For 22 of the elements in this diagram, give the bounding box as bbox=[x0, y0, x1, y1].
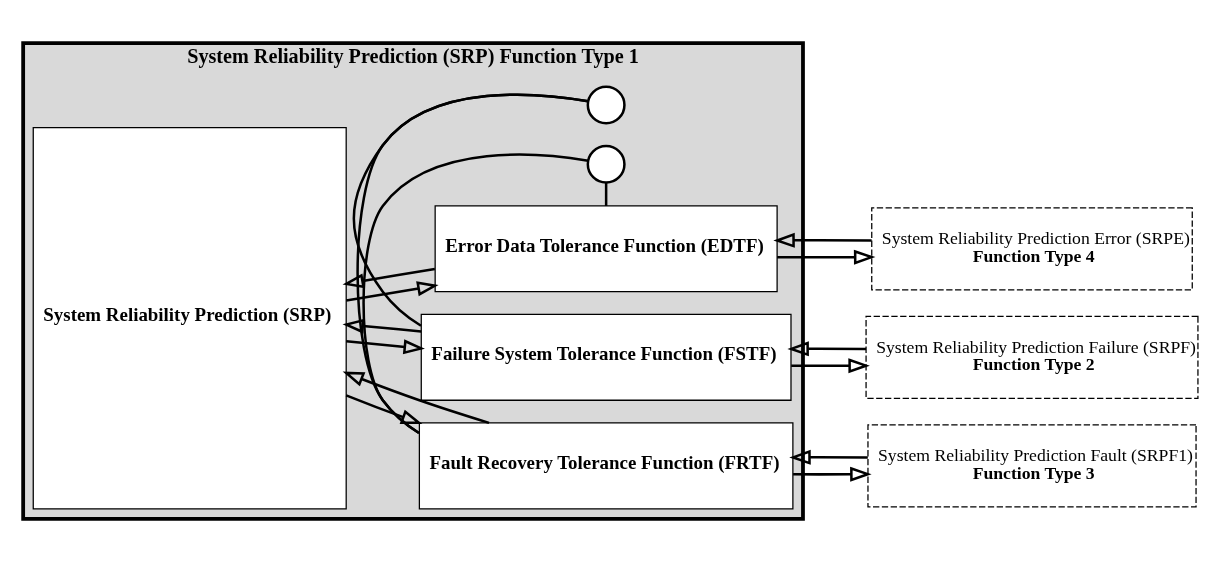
arrow bbox=[346, 281, 439, 302]
arrow bbox=[345, 394, 423, 425]
arrow bbox=[791, 358, 870, 374]
arrow bbox=[346, 339, 425, 355]
node-circle bbox=[586, 85, 626, 125]
arrow bbox=[773, 232, 872, 248]
arrow bbox=[789, 449, 868, 465]
connector bbox=[356, 93, 589, 435]
node-box: Fault Recovery Tolerance Function (FRTF) bbox=[418, 422, 794, 510]
arrow bbox=[793, 466, 872, 482]
node-box: System Reliability Prediction (SRP) bbox=[32, 127, 347, 510]
node-box: System Reliability Prediction Failure (SRPF) Function Type 2 bbox=[865, 315, 1199, 399]
node-circle bbox=[586, 144, 626, 184]
arrow bbox=[787, 341, 867, 357]
node-box: System Reliability Prediction Fault (SRPF1) Function Type 3 bbox=[867, 424, 1197, 508]
arrow bbox=[342, 318, 422, 334]
node-box: Failure System Tolerance Function (FSTF) bbox=[420, 313, 792, 401]
node-box: Error Data Tolerance Function (EDTF) bbox=[434, 205, 778, 293]
arrow bbox=[342, 267, 436, 289]
arrow bbox=[777, 249, 876, 265]
node-box: System Reliability Prediction Error (SRPE) Function Type 4 bbox=[871, 207, 1193, 291]
connector bbox=[604, 182, 608, 206]
